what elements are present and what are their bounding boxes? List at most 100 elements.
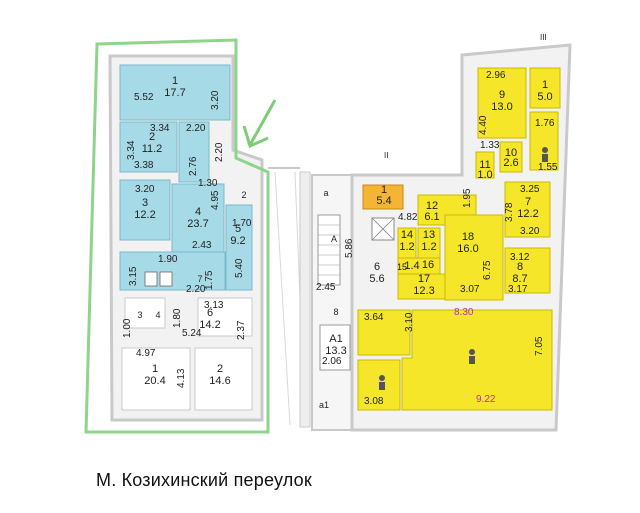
dimension: 1.33 (480, 140, 500, 151)
room-area: 1.4 (404, 260, 419, 272)
dimension: 1.80 (172, 308, 183, 328)
dimension: 2.20 (186, 123, 206, 134)
dimension: 2.37 (236, 320, 247, 340)
dimension: 3.17 (508, 284, 528, 295)
dimension: 5.40 (234, 258, 245, 278)
dimension: 1.76 (535, 118, 555, 129)
toilet-icon (542, 147, 548, 162)
room-white-1 (121, 347, 191, 411)
dimension: 3.20 (210, 90, 221, 110)
dimension: 1.55 (538, 162, 558, 173)
room-number: 9 (499, 89, 505, 101)
section-marks: II III (384, 33, 547, 160)
small-labels: 3 4 7 15 a 8 a1 2 A (137, 188, 407, 410)
dimension: 3.10 (404, 312, 415, 332)
dimension: 3.64 (364, 312, 384, 323)
room-white-2 (194, 347, 253, 411)
room-number: 6 (374, 261, 380, 273)
street-caption: М. Козихинский переулок (96, 470, 312, 490)
room-number: 8 (517, 261, 523, 273)
room-area: 17.7 (164, 87, 185, 99)
dimension: 3.34 (150, 123, 170, 134)
dimension: 2.96 (486, 70, 506, 81)
room-area: 12.3 (413, 285, 434, 297)
room-yellow-1top (529, 67, 561, 109)
dimension: 2.43 (192, 240, 212, 251)
dimension-labels: 5.52 3.20 3.34 2.20 3.34 3.38 2.20 2.76 … (122, 70, 558, 407)
section-mark: III (540, 33, 547, 42)
dimension: 3.12 (510, 252, 530, 263)
dimension: 5.24 (182, 328, 202, 339)
right-building (350, 43, 572, 432)
room-area: 14.6 (209, 375, 230, 387)
small-label: 7 (197, 274, 202, 284)
room-yellow-10 (499, 141, 523, 173)
room-area: 1.2 (399, 241, 414, 253)
room-labels: 1 17.7 2 11.2 3 12.2 4 23.7 5 9.2 6 14.2… (134, 75, 552, 387)
dimension: 3.38 (134, 160, 154, 171)
room-number: 1 (152, 363, 158, 375)
dimension: 2.20 (214, 142, 225, 162)
dimension: 4.40 (478, 115, 489, 135)
room-number: 14 (401, 229, 413, 241)
small-label: 2 (241, 190, 246, 200)
room-area: 5.0 (537, 91, 552, 103)
room-area: 2.6 (503, 157, 518, 169)
room-area: 23.7 (187, 218, 208, 230)
room-blue-4 (171, 183, 225, 255)
dimension: 3.13 (204, 300, 224, 311)
room-yellow-9 (477, 67, 527, 139)
small-label: a1 (319, 400, 329, 410)
room-area: 20.4 (144, 375, 165, 387)
room-area: 11.2 (142, 143, 163, 155)
room-area: 12.2 (517, 208, 538, 220)
highlight-outline (84, 38, 270, 434)
room-yellow-lower-left (357, 309, 411, 356)
dimension: 3.25 (520, 184, 540, 195)
room-area: 14.2 (199, 319, 220, 331)
small-label: A (331, 234, 337, 244)
dimension: 4.95 (210, 190, 221, 210)
toilet-icon (469, 349, 475, 364)
dimension: 3.20 (520, 226, 540, 237)
dimension: 2.76 (188, 156, 199, 176)
room-yellow-18 (444, 214, 504, 301)
dimension: 2.45 (316, 282, 336, 293)
room-area: 8.7 (512, 273, 527, 285)
room-area: 5.6 (369, 273, 384, 285)
dimension: 8.30 (454, 307, 474, 318)
dimension: 9.22 (476, 394, 496, 405)
room-number: 3 (142, 197, 148, 209)
dimension: 1.95 (462, 188, 473, 208)
dimension: 1.30 (198, 178, 218, 189)
room-area: 1.0 (477, 169, 492, 181)
dimension: 3.34 (126, 140, 137, 160)
passage (268, 167, 311, 428)
room-number: 13 (423, 229, 435, 241)
room-number: 10 (505, 147, 517, 159)
dimension: 1.90 (158, 254, 178, 265)
room-yellow-7 (504, 181, 551, 238)
room-blue-1 (119, 64, 231, 121)
small-label: 4 (155, 310, 160, 320)
dimension: 3.08 (364, 396, 384, 407)
room-blue-5 (225, 204, 253, 291)
room-number: 6 (207, 307, 213, 319)
room-number: 17 (418, 273, 430, 285)
room-number: 16 (422, 259, 434, 271)
dimension: 3.78 (504, 202, 515, 222)
dimension: 2.20 (186, 284, 206, 295)
dimension: 4.13 (176, 368, 187, 388)
room-blue-corridor (178, 121, 210, 183)
small-label: 3 (137, 310, 142, 320)
dimension: 4.82 (398, 212, 418, 223)
room-area: 1.2 (421, 241, 436, 253)
dimension: 1.70 (232, 218, 252, 229)
dimension: 7.05 (534, 336, 545, 356)
room-area: 16.0 (457, 243, 478, 255)
room-area: 13.0 (491, 101, 512, 113)
room-number: 12 (426, 200, 438, 212)
room-yellow-8 (504, 247, 551, 294)
left-building (84, 38, 277, 434)
